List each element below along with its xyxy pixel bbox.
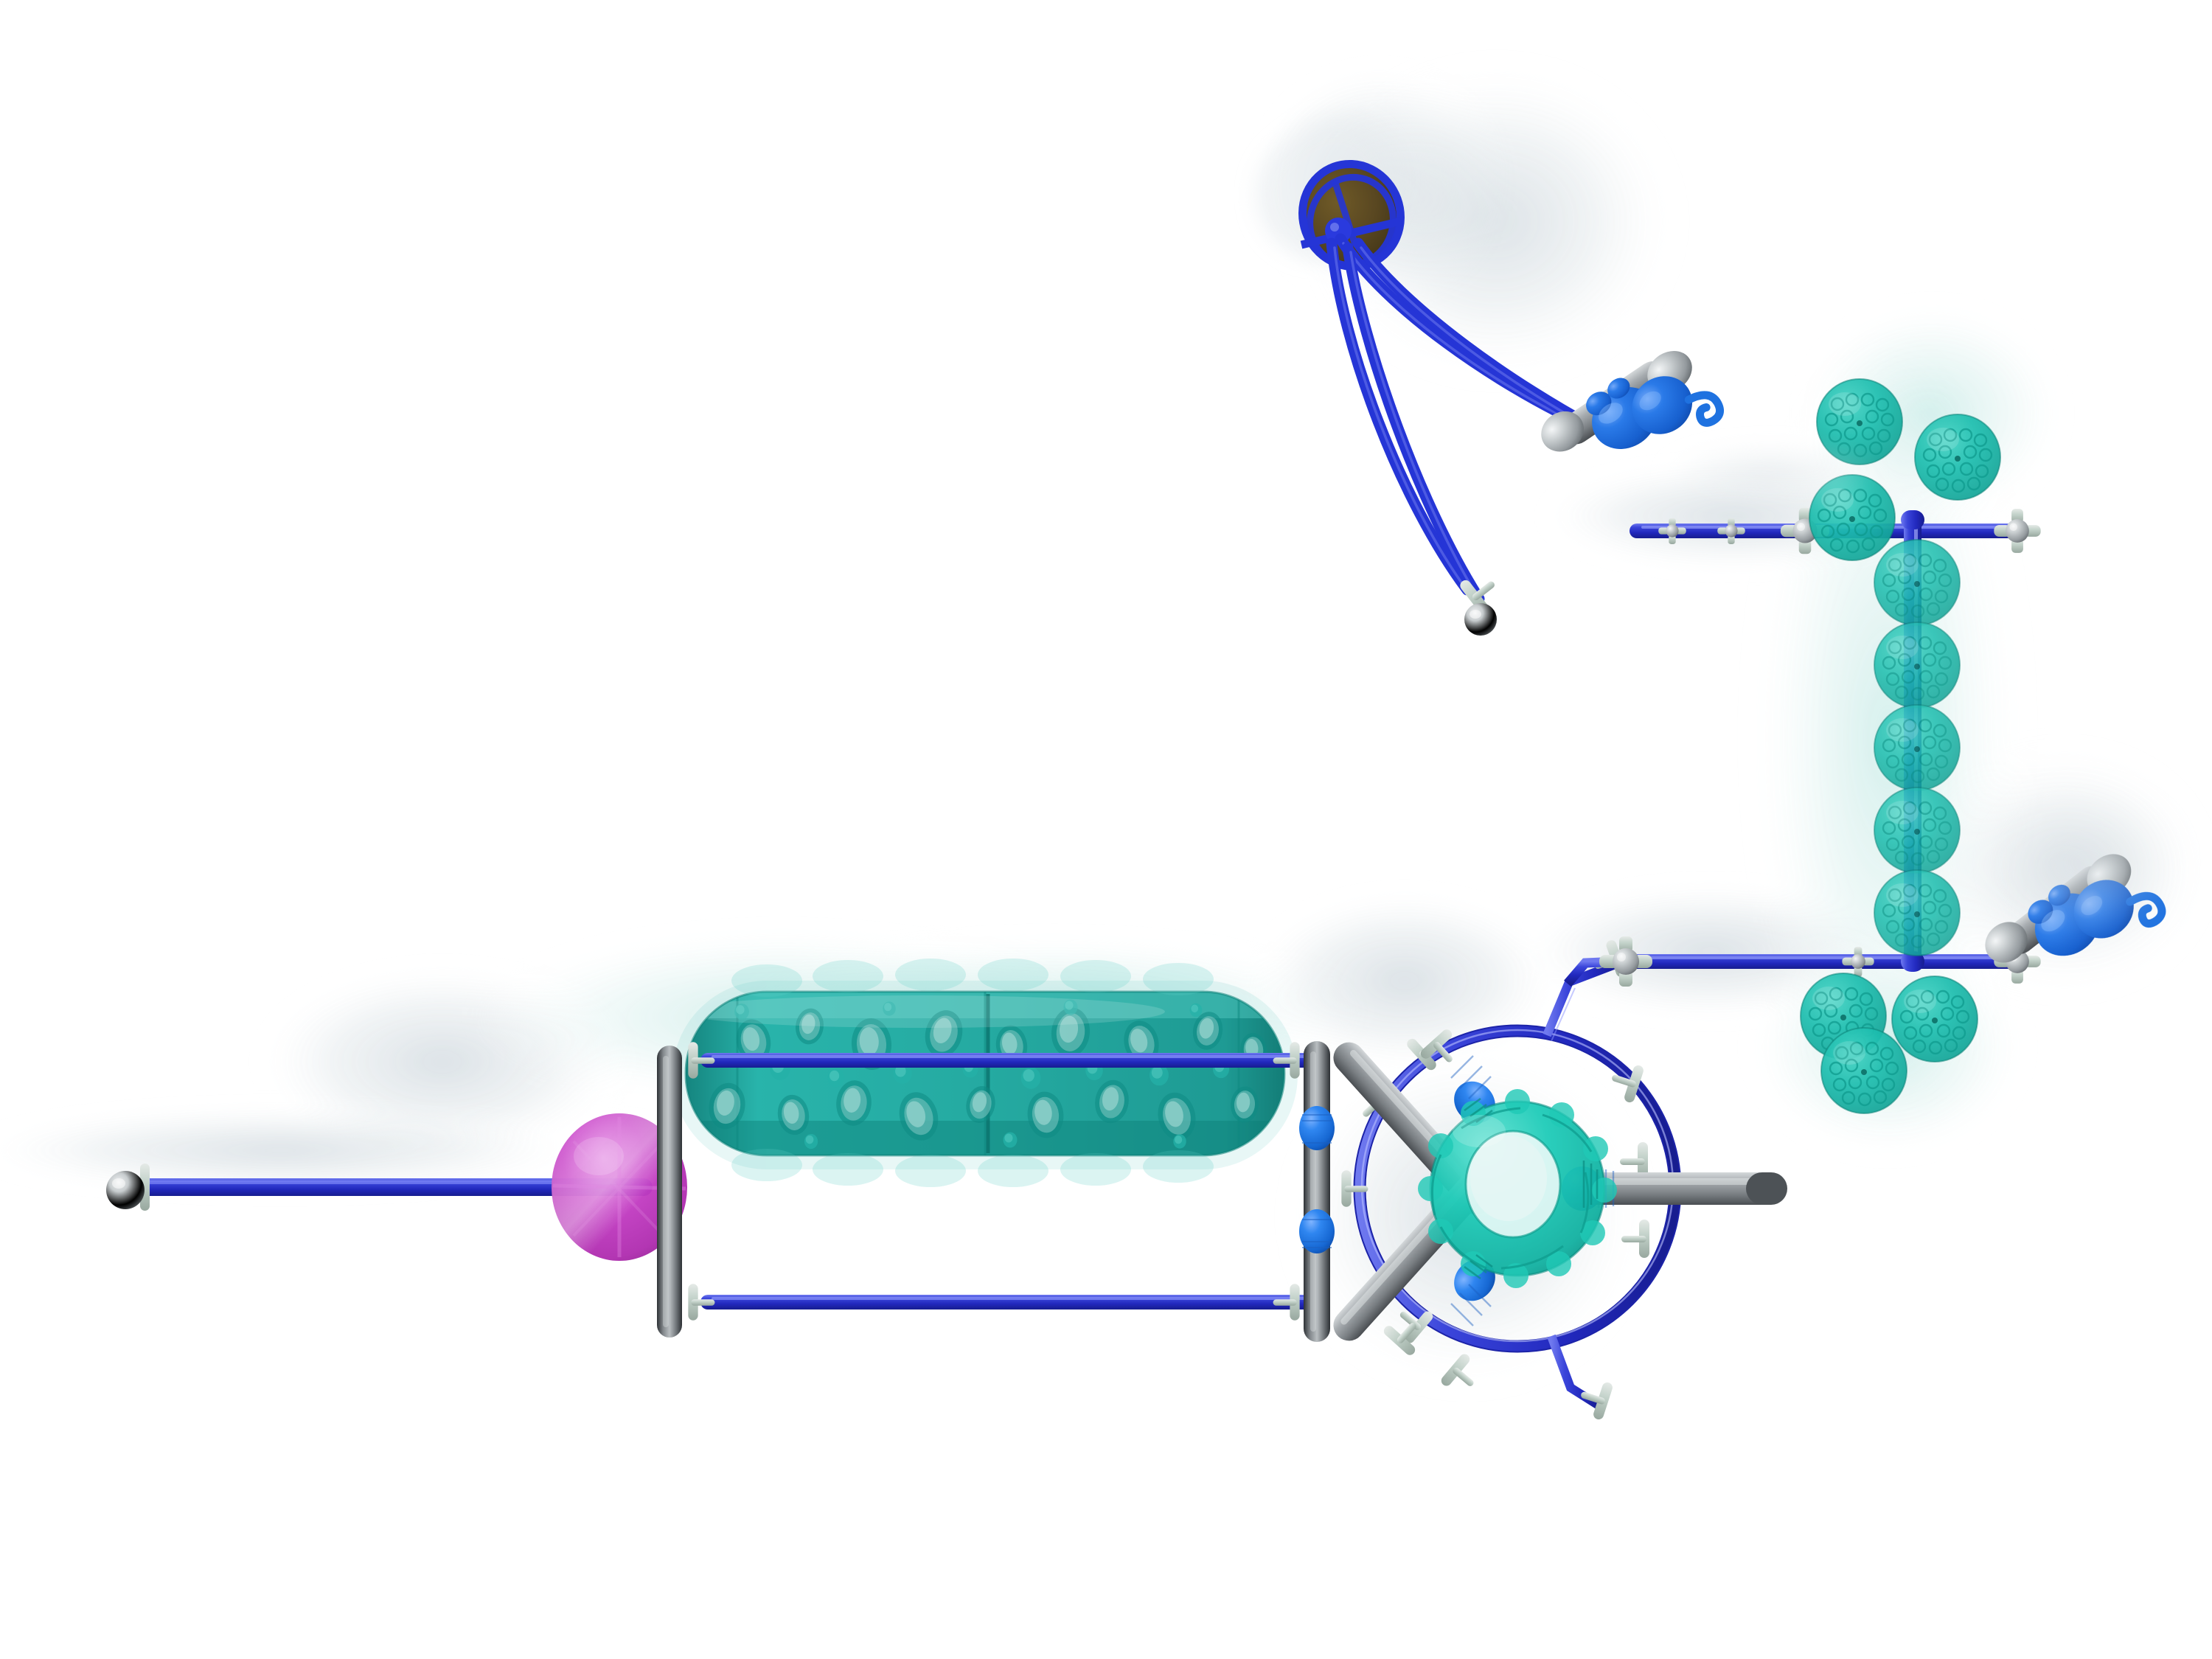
capsule-rails	[700, 1053, 1320, 1310]
axle-terminal-sphere	[106, 1171, 145, 1209]
magenta-endcap	[552, 1113, 687, 1261]
left-gate-bar	[657, 1046, 682, 1338]
blue-protein-top	[1541, 350, 1725, 452]
right-gate-bar	[1299, 1041, 1335, 1342]
tether-cables	[1326, 233, 1606, 605]
long-axle-left	[106, 1164, 653, 1211]
torus-hub	[1418, 1089, 1617, 1288]
capsid-barrel	[672, 959, 1298, 1187]
haze-accent	[1659, 442, 2175, 929]
cable-terminus	[1458, 566, 1506, 636]
axle-terminal-clip	[140, 1164, 150, 1211]
vertical-disc-stack	[1873, 538, 1961, 957]
